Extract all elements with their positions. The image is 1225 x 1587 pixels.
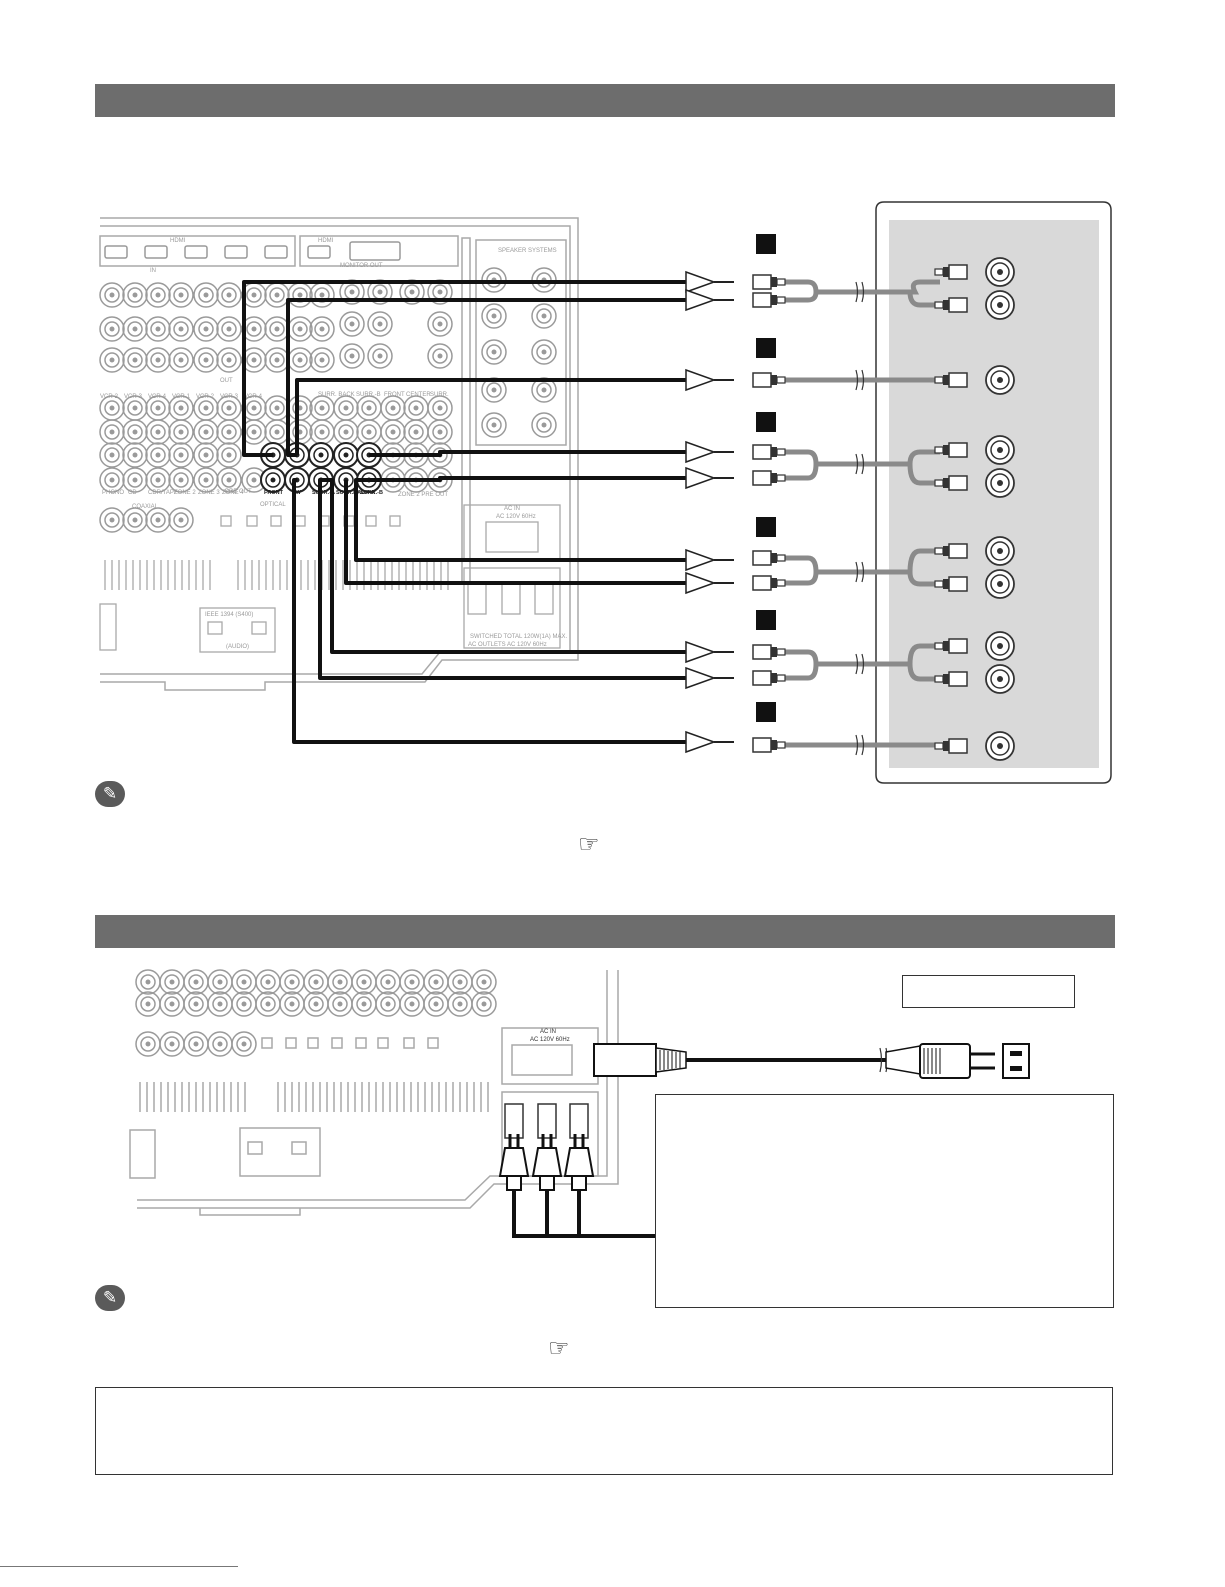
outlet-info-box: [655, 1094, 1114, 1308]
pencil-icon: ✎: [95, 781, 125, 807]
receiver-rear-panel: [99, 217, 579, 691]
svg-text:HDMI: HDMI: [170, 238, 186, 244]
svg-text:CD: CD: [128, 490, 137, 496]
svg-text:AC 120V 60Hz: AC 120V 60Hz: [530, 1037, 570, 1043]
svg-text:OUT: OUT: [220, 378, 233, 384]
svg-text:IEEE 1394 (S400): IEEE 1394 (S400): [205, 612, 253, 618]
svg-text:SURR.-B: SURR.-B: [360, 490, 383, 496]
svg-text:AC IN: AC IN: [540, 1029, 556, 1035]
cable-break-marks: [855, 281, 865, 756]
svg-text:VCR-4: VCR-4: [148, 394, 167, 400]
svg-text:ZONE 4: ZONE 4: [222, 490, 244, 496]
svg-text:FRONT: FRONT: [264, 490, 284, 496]
section-header-bar-power: [95, 915, 1115, 948]
cable-arrows: [685, 271, 735, 753]
ac-outlet-plugs: [498, 1103, 655, 1238]
svg-text:VCR-2: VCR-2: [100, 394, 119, 400]
svg-text:VCR-3: VCR-3: [220, 394, 239, 400]
receiver-jack-grid-power: [135, 969, 497, 1057]
ac-power-cord: [593, 1043, 1030, 1079]
svg-text:PRE OUT: PRE OUT: [225, 489, 252, 495]
svg-text:SPEAKER SYSTEMS: SPEAKER SYSTEMS: [498, 248, 557, 254]
svg-text:HDMI: HDMI: [318, 238, 334, 244]
pointing-hand-icon: ☞: [548, 1335, 570, 1362]
panel-labels: HDMI HDMI MONITOR OUT SPEAKER SYSTEMS IN…: [100, 238, 567, 650]
svg-text:VCR-4: VCR-4: [244, 394, 263, 400]
svg-text:MONITOR OUT: MONITOR OUT: [340, 263, 383, 269]
svg-text:IN: IN: [150, 268, 156, 274]
pencil-icon: ✎: [95, 1285, 125, 1311]
preout-cables: [242, 280, 690, 744]
svg-text:SURR. BACK: SURR. BACK: [318, 392, 355, 398]
svg-text:AC IN: AC IN: [504, 506, 520, 512]
svg-text:(AUDIO): (AUDIO): [226, 644, 249, 650]
svg-text:ZONE 2 PRE OUT: ZONE 2 PRE OUT: [398, 492, 448, 498]
ac-in-labels: AC IN AC 120V 60Hz: [530, 1029, 570, 1043]
footer-note-box: [95, 1387, 1113, 1475]
svg-text:SW: SW: [292, 490, 302, 496]
page-footer-rule: [0, 1566, 238, 1567]
receiver-rear-panel-power: [129, 970, 619, 1216]
pointing-hand-icon: ☞: [578, 831, 600, 858]
step-markers: [756, 234, 776, 722]
svg-text:SURR.-B: SURR.-B: [356, 392, 381, 398]
svg-text:CENTER: CENTER: [406, 392, 431, 398]
svg-text:FRONT: FRONT: [384, 392, 405, 398]
svg-text:SURR.: SURR.: [430, 392, 449, 398]
svg-text:PHONO: PHONO: [102, 490, 124, 496]
svg-text:AC 120V 60Hz: AC 120V 60Hz: [496, 514, 536, 520]
svg-text:VCR-3: VCR-3: [124, 394, 143, 400]
svg-text:CDR/TAPE: CDR/TAPE: [148, 490, 178, 496]
plug-label-box: [902, 975, 1075, 1008]
svg-text:ZONE 2: ZONE 2: [174, 490, 196, 496]
svg-text:AC OUTLETS AC 120V 60Hz: AC OUTLETS AC 120V 60Hz: [468, 642, 547, 648]
svg-text:OPTICAL: OPTICAL: [260, 502, 286, 508]
svg-text:SWITCHED TOTAL 120W(1A) MAX.: SWITCHED TOTAL 120W(1A) MAX.: [470, 634, 567, 640]
svg-text:COAXIAL: COAXIAL: [132, 504, 159, 510]
section-header-bar-preout: [95, 84, 1115, 117]
svg-text:VCR-2: VCR-2: [196, 394, 215, 400]
svg-text:SURR.-A: SURR.-A: [312, 490, 335, 496]
svg-text:ZONE 3: ZONE 3: [198, 490, 220, 496]
svg-text:VCR-1: VCR-1: [172, 394, 191, 400]
preout-labels: FRONT SW SURR.-A SURR.BACK-A SURR.-B: [264, 490, 383, 496]
